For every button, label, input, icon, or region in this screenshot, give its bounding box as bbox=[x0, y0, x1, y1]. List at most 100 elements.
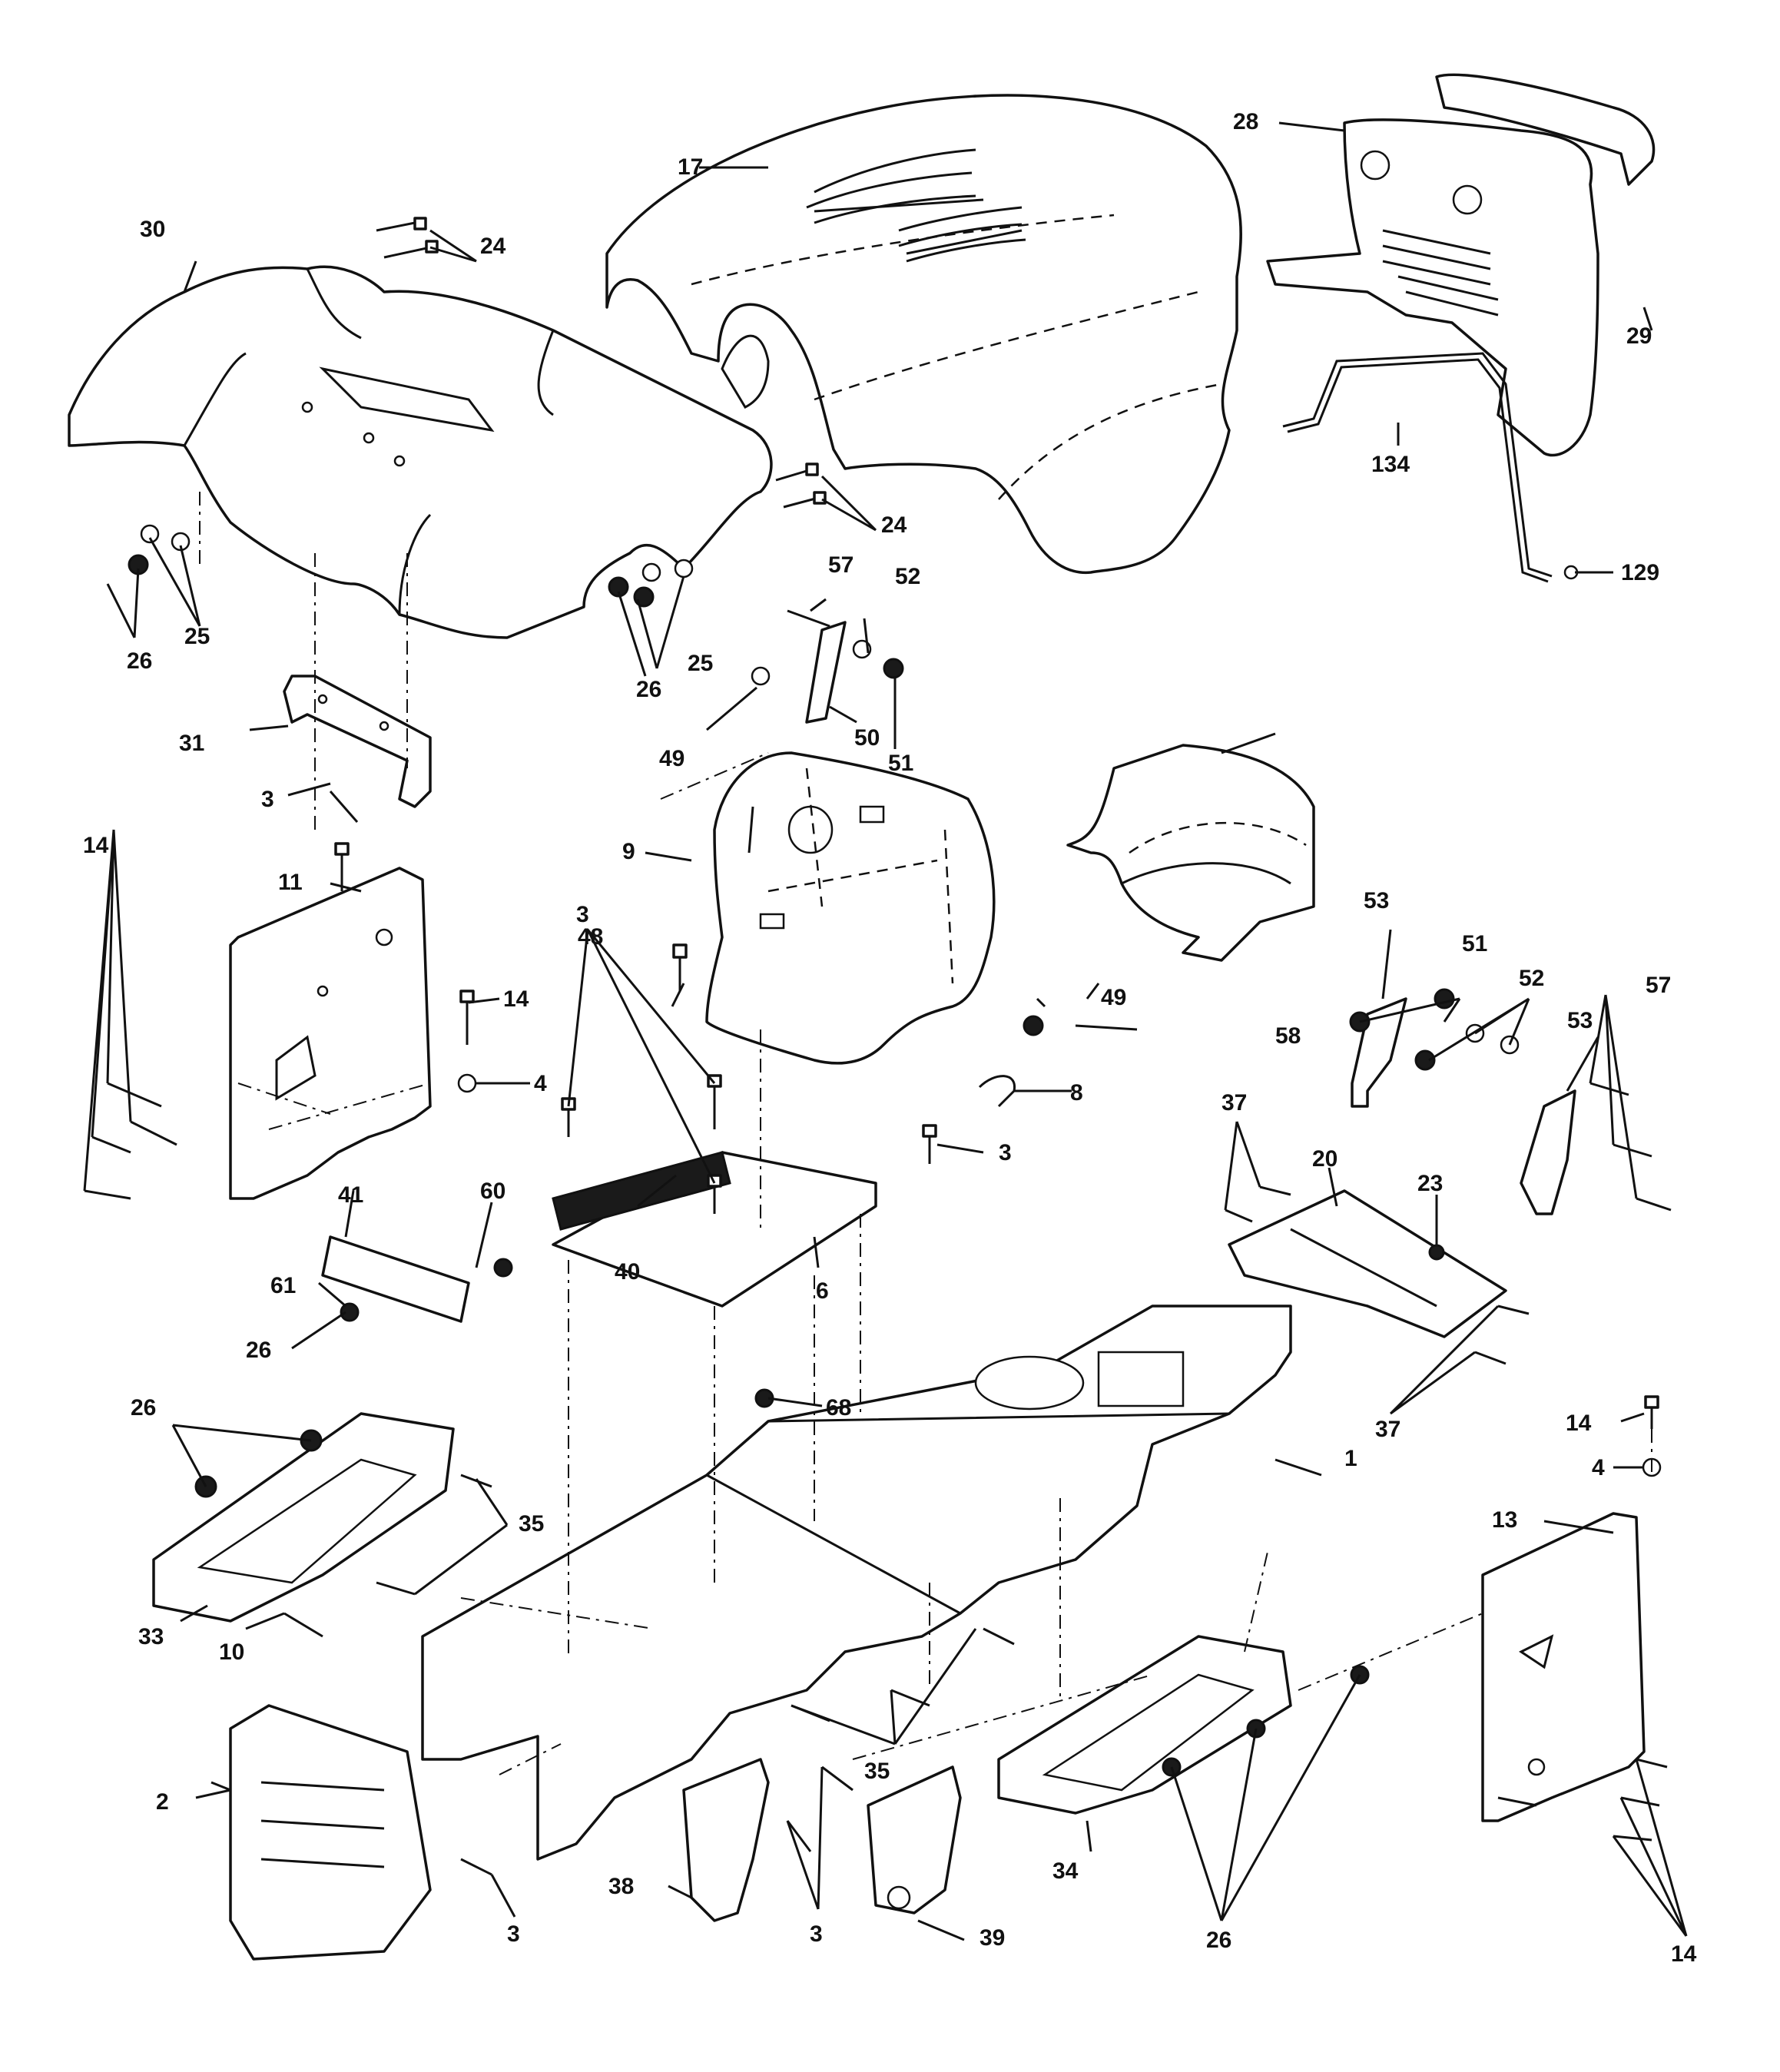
callout-24: 24 bbox=[480, 234, 506, 259]
callout-31: 31 bbox=[179, 731, 204, 756]
callout-68: 68 bbox=[826, 1395, 851, 1421]
nut-icon bbox=[1023, 1015, 1044, 1036]
callout-25: 25 bbox=[184, 624, 210, 649]
callout-3a: 3 bbox=[261, 787, 274, 812]
assembly-guides bbox=[199, 492, 1652, 1775]
callout-37b: 37 bbox=[1375, 1417, 1400, 1442]
bracket-part-53 bbox=[1351, 997, 1576, 1215]
bracket-part-31 bbox=[283, 675, 432, 808]
bracket-part-38 bbox=[682, 1758, 770, 1922]
hardware-group bbox=[84, 217, 1672, 1876]
callout-58: 58 bbox=[1275, 1023, 1301, 1049]
callout-11: 11 bbox=[278, 870, 303, 895]
callout-53b: 53 bbox=[1567, 1008, 1593, 1033]
callout-60: 60 bbox=[480, 1179, 505, 1204]
bolt-icon bbox=[787, 609, 830, 628]
footrest-right-part bbox=[997, 1635, 1292, 1815]
bolt-icon bbox=[775, 462, 819, 482]
callout-134: 134 bbox=[1371, 452, 1410, 477]
bolt-icon bbox=[922, 1124, 937, 1164]
shroud-part bbox=[1066, 744, 1315, 962]
callout-13: 13 bbox=[1492, 1507, 1517, 1533]
nut-icon bbox=[883, 658, 904, 679]
callout-30: 30 bbox=[140, 217, 165, 242]
washer-icon bbox=[641, 559, 694, 582]
bolt-icon bbox=[1644, 1395, 1659, 1429]
bolt-icon bbox=[84, 1082, 177, 1200]
bolt-icon bbox=[283, 1612, 323, 1638]
callout-39: 39 bbox=[979, 1925, 1005, 1951]
washer-icon bbox=[140, 524, 191, 552]
callout-4a: 4 bbox=[534, 1071, 547, 1096]
callout-3e: 3 bbox=[810, 1921, 823, 1947]
callout-17: 17 bbox=[678, 154, 703, 180]
bracket-part-20 bbox=[1228, 1189, 1507, 1338]
frame-part bbox=[421, 1305, 1292, 1861]
bracket-part-39 bbox=[867, 1765, 962, 1915]
callout-14b: 14 bbox=[503, 986, 529, 1012]
callout-57: 57 bbox=[828, 552, 854, 578]
callout-35a: 35 bbox=[519, 1511, 544, 1537]
bolt-icon bbox=[1225, 1185, 1291, 1223]
callout-26c: 26 bbox=[246, 1338, 271, 1363]
callout-1: 1 bbox=[1344, 1446, 1357, 1471]
callout-3d: 3 bbox=[507, 1921, 520, 1947]
callout-9: 9 bbox=[622, 839, 635, 864]
dash-panel-part bbox=[705, 751, 996, 1065]
fender-part bbox=[68, 265, 773, 639]
bolt-icon bbox=[786, 1765, 854, 1852]
bolt-icon bbox=[1497, 1796, 1537, 1807]
bolt-icon bbox=[460, 1858, 492, 1876]
callout-129: 129 bbox=[1621, 560, 1659, 585]
bolt-icon bbox=[1589, 1082, 1672, 1212]
callout-37a: 37 bbox=[1221, 1090, 1247, 1116]
hood-part bbox=[605, 94, 1242, 575]
callout-8: 8 bbox=[1070, 1080, 1083, 1106]
bolt-icon bbox=[672, 943, 688, 991]
leader-lines bbox=[83, 121, 1688, 1941]
nut-icon bbox=[1414, 1049, 1436, 1071]
callout-34: 34 bbox=[1052, 1858, 1079, 1884]
callout-6: 6 bbox=[816, 1278, 829, 1304]
callout-26d: 26 bbox=[131, 1395, 156, 1421]
callout-51b: 51 bbox=[1462, 931, 1487, 956]
callout-23: 23 bbox=[1417, 1171, 1443, 1196]
callout-38: 38 bbox=[608, 1874, 634, 1899]
side-panel-left-part bbox=[229, 867, 432, 1200]
callout-49: 49 bbox=[659, 746, 684, 771]
callout-40: 40 bbox=[615, 1259, 640, 1285]
callout-57b: 57 bbox=[1646, 973, 1671, 998]
bolt-icon bbox=[376, 217, 427, 232]
side-panel-right-part bbox=[1481, 1512, 1646, 1822]
bolt-icon bbox=[1474, 1305, 1530, 1365]
callout-3c: 3 bbox=[999, 1140, 1012, 1165]
callout-41: 41 bbox=[338, 1182, 363, 1208]
callout-3b: 3 bbox=[576, 902, 589, 927]
plate-part-41 bbox=[321, 1235, 470, 1323]
nut-icon bbox=[340, 1258, 513, 1322]
callout-29: 29 bbox=[1626, 323, 1652, 349]
callout-49b: 49 bbox=[1101, 985, 1126, 1010]
callout-14a: 14 bbox=[83, 833, 109, 858]
callout-53a: 53 bbox=[1364, 888, 1389, 913]
link-part-50 bbox=[805, 621, 847, 724]
callout-35b: 35 bbox=[864, 1759, 890, 1784]
grille-part bbox=[1266, 73, 1656, 457]
bolt-icon bbox=[459, 990, 475, 1045]
callout-26b: 26 bbox=[636, 677, 661, 702]
callout-52b: 52 bbox=[1519, 966, 1544, 991]
bolt-icon bbox=[783, 491, 827, 509]
callout-28: 28 bbox=[1233, 109, 1258, 134]
callout-10: 10 bbox=[219, 1639, 244, 1665]
rod-part bbox=[1282, 352, 1579, 583]
nut-icon bbox=[608, 576, 655, 608]
callout-50: 50 bbox=[854, 725, 880, 751]
callout-48: 48 bbox=[578, 924, 603, 950]
callout-51: 51 bbox=[888, 751, 913, 776]
bolt-icon bbox=[334, 842, 350, 891]
callout-2: 2 bbox=[156, 1789, 169, 1815]
callout-26e: 26 bbox=[1206, 1928, 1231, 1953]
callout-52: 52 bbox=[895, 564, 920, 589]
bolt-icon bbox=[707, 1074, 722, 1129]
